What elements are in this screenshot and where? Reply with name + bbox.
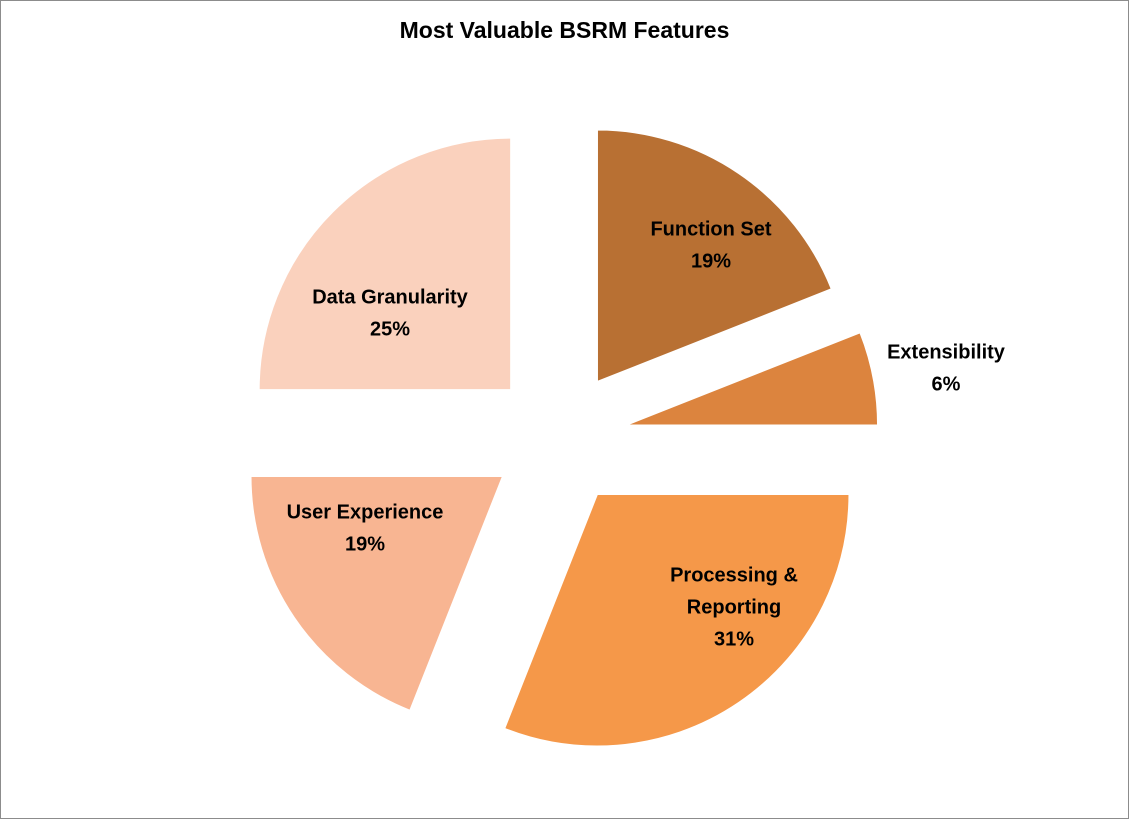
data-label-value: 31% (714, 628, 754, 650)
data-label-category: Reporting (687, 596, 781, 618)
pie-slice-function-set (596, 129, 833, 383)
pie-slice-user-experience (250, 475, 504, 712)
pie-slice-processing-reporting (503, 493, 850, 747)
chart-title: Most Valuable BSRM Features (399, 17, 730, 43)
data-label-category: Data Granularity (312, 286, 468, 308)
pie-slice-extensibility (625, 331, 879, 427)
data-label-value: 25% (370, 318, 410, 340)
data-label-value: 19% (691, 250, 731, 272)
data-label-value: 19% (345, 533, 385, 555)
data-label-category: Processing & (670, 564, 798, 586)
data-label-category: Function Set (650, 218, 771, 240)
pie-slice-data-granularity (258, 137, 512, 391)
data-label-value: 6% (932, 373, 961, 395)
data-label-category: User Experience (287, 501, 444, 523)
data-label-category: Extensibility (887, 341, 1006, 363)
